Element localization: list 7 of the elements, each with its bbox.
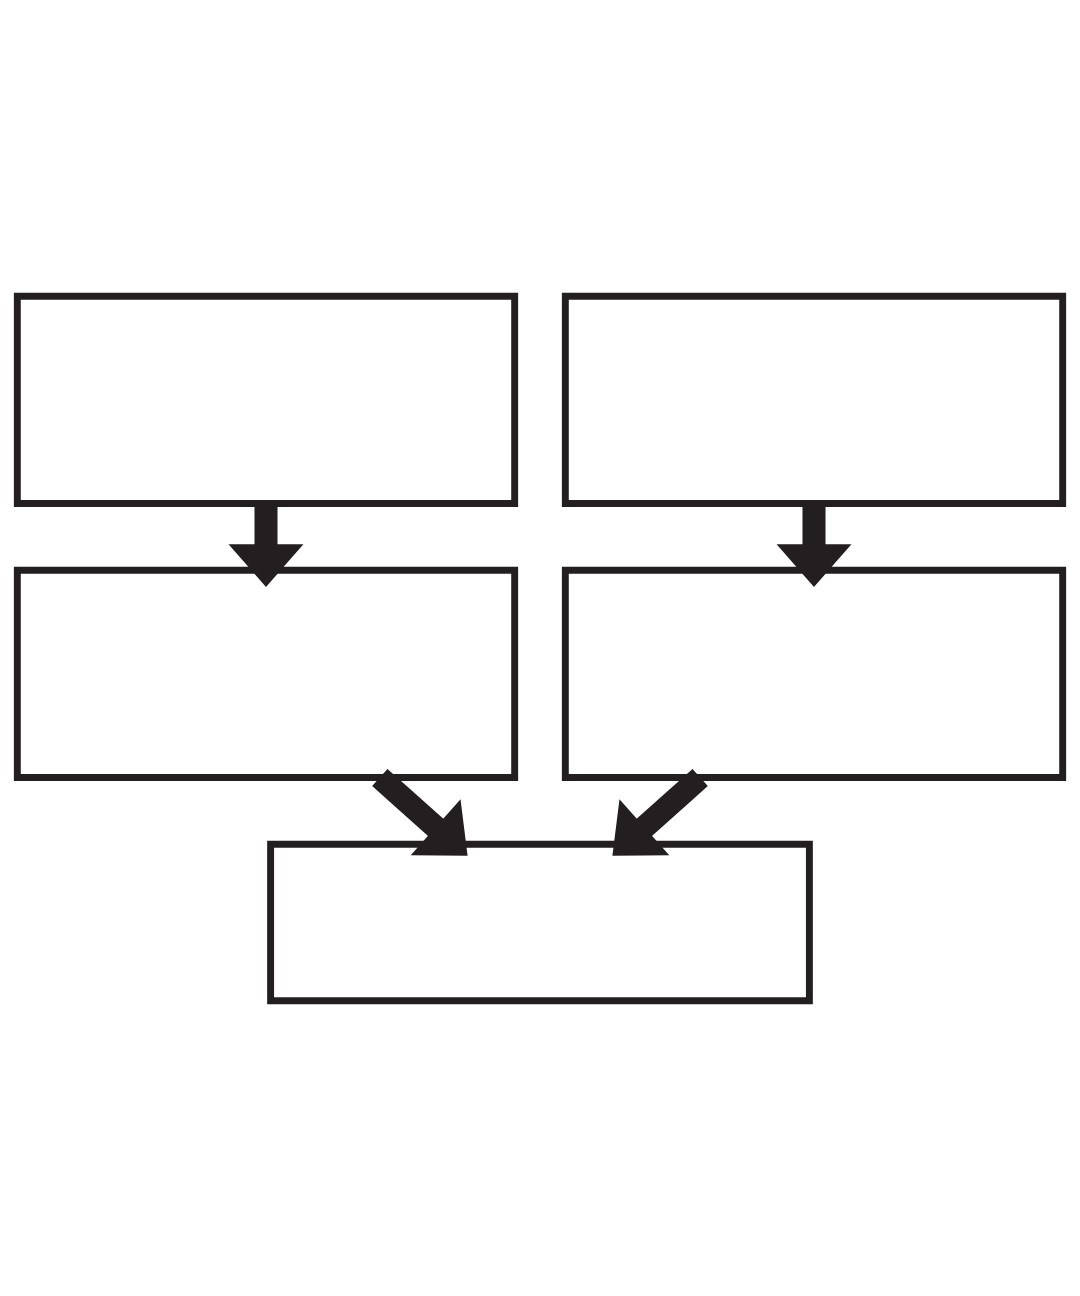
node-box <box>561 292 1067 507</box>
node-box <box>267 840 813 1004</box>
node-box <box>13 292 519 507</box>
node-box <box>13 566 519 781</box>
arrow <box>372 768 468 856</box>
arrow <box>612 768 708 856</box>
node-box <box>561 566 1067 781</box>
